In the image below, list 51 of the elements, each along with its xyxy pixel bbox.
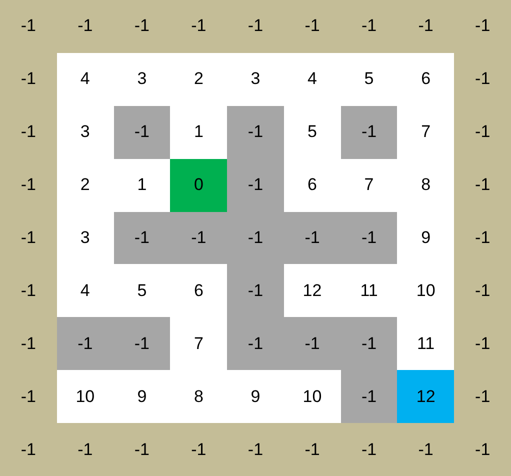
grid-cell: -1 bbox=[284, 0, 341, 53]
grid-cell: -1 bbox=[170, 423, 228, 476]
grid-cell: -1 bbox=[0, 212, 57, 264]
grid-cell: -1 bbox=[114, 106, 170, 159]
grid-cell: -1 bbox=[227, 158, 284, 212]
grid-cell: -1 bbox=[114, 317, 170, 370]
grid-cell: -1 bbox=[454, 317, 511, 370]
grid-cell: -1 bbox=[0, 423, 57, 476]
grid-cell: -1 bbox=[397, 423, 454, 476]
grid-cell: -1 bbox=[0, 52, 57, 106]
grid-cell: -1 bbox=[284, 317, 341, 370]
grid-cell: -1 bbox=[0, 158, 57, 212]
grid-cell: 1 bbox=[114, 158, 170, 212]
grid-cell: -1 bbox=[454, 264, 511, 318]
grid-cell: -1 bbox=[284, 212, 341, 264]
grid-cell: -1 bbox=[114, 423, 170, 476]
grid-cell: -1 bbox=[56, 317, 114, 370]
grid-cell: -1 bbox=[0, 317, 57, 370]
grid-cell: -1 bbox=[227, 264, 284, 318]
grid-cell: -1 bbox=[56, 423, 114, 476]
grid-cell: -1 bbox=[0, 370, 57, 424]
grid-cell: -1 bbox=[340, 106, 398, 159]
grid-cell: -1 bbox=[227, 423, 284, 476]
grid-cell: -1 bbox=[454, 158, 511, 212]
grid-cell: -1 bbox=[56, 0, 114, 53]
grid-cell: -1 bbox=[0, 106, 57, 159]
grid-cell: -1 bbox=[340, 423, 398, 476]
grid-cell: -1 bbox=[454, 423, 511, 476]
grid-cell: 0 bbox=[170, 158, 228, 212]
grid-cell: -1 bbox=[227, 212, 284, 264]
grid-cell: -1 bbox=[114, 0, 170, 53]
grid-cell: -1 bbox=[454, 106, 511, 159]
grid-cell: -1 bbox=[397, 0, 454, 53]
grid-cell: -1 bbox=[227, 106, 284, 159]
grid-cell: -1 bbox=[454, 212, 511, 264]
grid-cell: -1 bbox=[170, 0, 228, 53]
grid-cell: -1 bbox=[227, 0, 284, 53]
grid-cell: -1 bbox=[454, 370, 511, 424]
grid-cell: -1 bbox=[0, 0, 57, 53]
grid-cell: 12 bbox=[397, 370, 454, 424]
grid-cell: -1 bbox=[340, 0, 398, 53]
grid-cell: -1 bbox=[340, 212, 398, 264]
grid-cell: -1 bbox=[454, 52, 511, 106]
grid-cell: -1 bbox=[454, 0, 511, 53]
grid-cell: -1 bbox=[114, 212, 170, 264]
grid-cell: -1 bbox=[170, 212, 228, 264]
grid-cell: -1 bbox=[284, 423, 341, 476]
grid-cell: -1 bbox=[227, 317, 284, 370]
grid-cell: -1 bbox=[340, 317, 398, 370]
grid-cell: -1 bbox=[0, 264, 57, 318]
grid-cell: -1 bbox=[340, 370, 398, 424]
